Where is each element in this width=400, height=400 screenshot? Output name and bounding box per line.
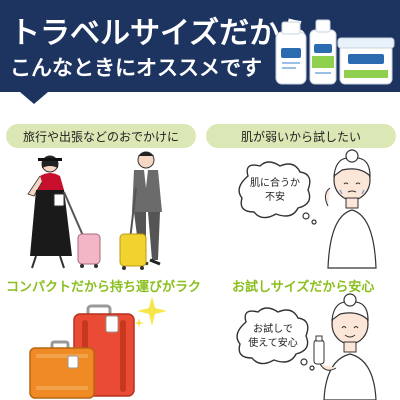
happy-woman-icon bbox=[313, 293, 377, 400]
caption-trial-size: お試しサイズだから安心 bbox=[232, 280, 375, 295]
thought-bubble-icon bbox=[238, 161, 317, 225]
bubble-relief-line1: お試しで bbox=[253, 324, 293, 335]
header-subtitle: こんなときにオススメです bbox=[10, 56, 262, 80]
header-notch bbox=[20, 92, 48, 104]
thinking-woman-icon bbox=[324, 149, 377, 269]
bubble-worry-text: 肌に合うか 不安 bbox=[247, 177, 303, 205]
product-jar-icon bbox=[337, 37, 395, 85]
label-travel: 旅行や出張などのおでかけに bbox=[6, 124, 196, 148]
bubble-relief-line2: 使えて安心 bbox=[248, 338, 298, 349]
caption-compact: コンパクトだから持ち運びがラク bbox=[6, 280, 202, 295]
bubble-worry-line2: 不安 bbox=[265, 192, 285, 203]
sparkle-icon bbox=[134, 296, 167, 328]
product-bottle-icon bbox=[275, 21, 307, 85]
header-title: トラベルサイズだから bbox=[10, 16, 310, 51]
businessman-icon bbox=[119, 151, 162, 270]
suitcase-icon bbox=[29, 304, 135, 399]
thought-bubble-icon bbox=[236, 307, 315, 371]
header-banner: トラベルサイズだから こんなときにオススメです bbox=[0, 0, 400, 92]
bubble-relief-text: お試しで 使えて安心 bbox=[245, 323, 301, 351]
label-sensitive-skin: 肌が弱いから試したい bbox=[206, 124, 396, 148]
travel-woman-icon bbox=[27, 155, 101, 269]
product-bottle-icon bbox=[309, 19, 337, 85]
bubble-worry-line1: 肌に合うか bbox=[250, 178, 300, 189]
product-bottles-icon bbox=[275, 19, 395, 85]
